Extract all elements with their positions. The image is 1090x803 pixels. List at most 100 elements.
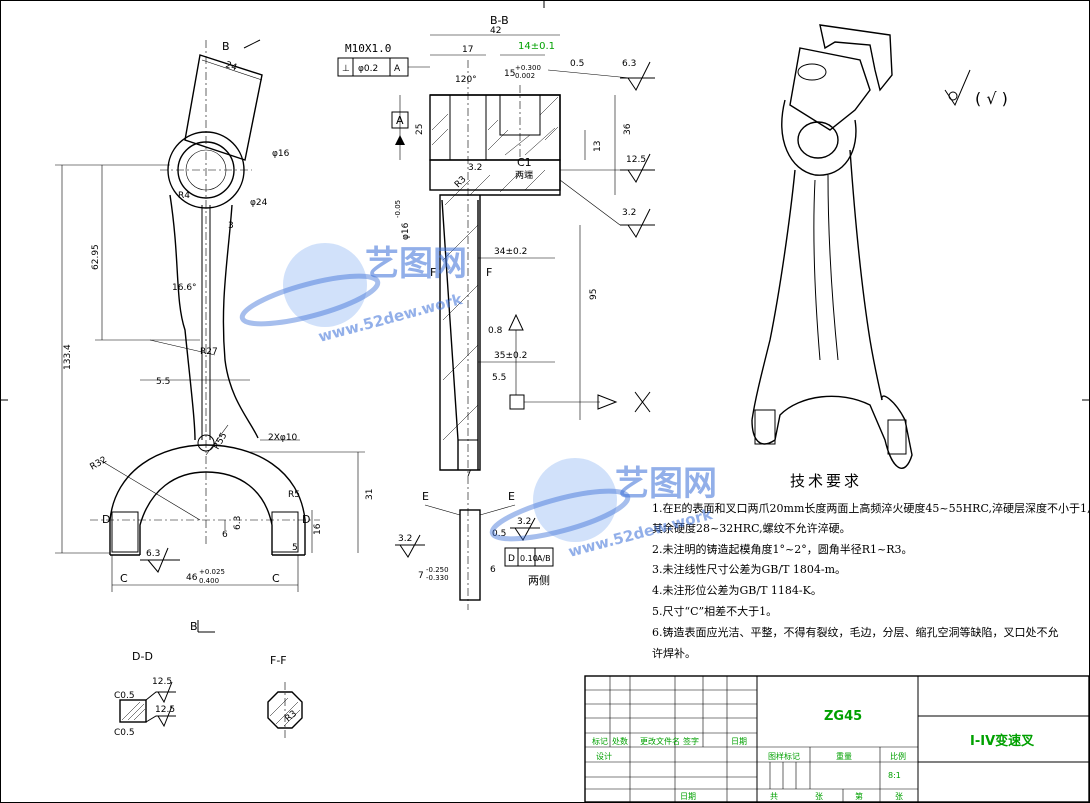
iso-boss [781,99,857,176]
tb-stage-1: 重量 [836,751,852,761]
section-hatch [431,96,559,441]
label-e-right: E [508,490,515,503]
watermark-globe-icon-2 [533,458,617,542]
dim-r27: R27 [200,347,218,357]
pad-left [111,511,139,553]
section-ff: F-F R3 [267,654,303,740]
tb-stage-2: 比例 [890,751,906,761]
dim-r55: R55 [212,431,230,451]
dim-17: 17 [462,45,473,55]
dim-46-low: 0.400 [199,577,219,585]
frame2-datum: A/B [537,554,551,563]
dim-phi16-low: φ16 [401,222,411,240]
iso-head [789,47,871,131]
tb-col-label-4: 日期 [731,737,747,746]
dim-5: 5 [292,543,298,553]
iso-rib-1 [813,179,821,361]
note-1b: 其余硬度28~32HRC,螺纹不允许淬硬。 [652,521,851,535]
dim-35: 35±0.2 [494,351,527,361]
datum-a-triangle [395,135,405,145]
ff-r3: R3 [284,709,300,724]
rough-3-2c: 3.2 [398,534,412,544]
note-3: 3.未注线性尺寸公差为GB/T 1804-m。 [652,562,846,576]
iso-pad-right [887,419,907,455]
rough-6-3: 6.3 [622,59,636,69]
roughness-6-3-left [140,547,180,573]
upper-boss-outline [184,54,263,161]
tb-col-label-1: 处数 [612,736,628,746]
e-leader-left [424,504,461,516]
arm-left-edge [169,194,196,441]
dim-phi24: φ24 [250,198,268,208]
dim-2x-phi10: 2Xφ10 [268,433,298,443]
dd-r125a: 12.5 [152,677,172,687]
axis-x-arrow [597,394,618,410]
label-b-bottom: B [190,620,198,633]
fork-outer [109,444,306,555]
dim-phi16: φ16 [272,149,290,159]
notes-title: 技术要求 [790,472,862,490]
general-roughness-paren: ( √ ) [975,89,1008,108]
dim-6b: 6 [490,565,496,575]
note-1: 1.在E的表面和叉口两爪20mm长度两面上高频淬火硬度45~55HRC,淬硬层深… [652,501,1090,515]
arrow-b-top [243,39,261,49]
note-4: 4.未注形位公差为GB/T 1184-K。 [652,583,822,597]
dim-7: 7 [466,469,472,479]
two-sides: 两侧 [528,574,550,587]
rough-3-2-left-mark [395,534,425,558]
watermark-brand-2: 艺图网 [615,464,717,504]
front-view-labels: B 24 φ16 φ24 R4 3 62.95 133.4 16.6° R27 … [63,40,375,633]
title-block: 标记 处数 更改文件名 签字 日期 设计 日期 ZG45 图样标记 重量 比例 … [584,675,1090,803]
note-5: 5.尺寸“C”相差不大于1。 [652,604,777,618]
titleblock-frame [584,675,1090,803]
section-bb-labels: B-B 42 M10X1.0 ⊥ φ0.2 A 17 14±0.1 0.5 12… [342,14,646,587]
dim-46-up: +0.025 [199,568,225,576]
note-2: 2.未注明的铸造起模角度1°~2°，圆角半径R1~R3。 [652,542,913,556]
rough-12-5: 12.5 [626,155,646,165]
dim-r5: R5 [288,490,300,500]
dd-c05b: C0.5 [114,728,135,738]
tb-col-label-0: 标记 [592,736,608,746]
dim-42: 42 [490,26,501,36]
dim-31: 31 [365,489,375,500]
rough-3-2: 3.2 [622,208,636,218]
dim-62-95: 62.95 [91,244,101,270]
watermark-brand: 艺图网 [365,244,467,284]
dim-14: 14±0.1 [518,41,555,52]
dim-r32: R32 [89,455,109,473]
dim-phi16-tol: -0.05 [394,200,402,218]
leader-6-3 [547,69,631,79]
datum-a-box [391,111,409,129]
dim-3: 3 [228,221,234,231]
dim-7b-up: -0.250 [426,566,449,574]
iso-boss-hole [797,121,839,159]
frame2-sym: D [508,554,515,564]
dim-angle-120: 120° [455,75,477,85]
isometric-view: ( √ ) [751,24,1008,469]
dim-6-3: 6.3 [233,516,243,530]
label-bb: B-B [490,14,509,27]
axis-x-symbol [634,391,651,413]
dd-hatch [121,701,146,721]
iso-fork [751,395,913,469]
axis-origin [509,394,525,410]
stem [441,199,479,470]
watermark-swoosh-icon [239,273,381,327]
dim-r4: R4 [178,191,190,201]
dd-r125b: 12.5 [155,705,175,715]
dim-7b: 7 [418,571,424,581]
tol-sym: ⊥ [342,64,350,74]
label-f-1: F [430,266,436,279]
dim-15-up: +0.300 [515,64,541,72]
note-6b: 许焊补。 [652,646,696,660]
view-f-arrow [508,313,524,331]
label-d-left: D [102,513,110,526]
pad-right [271,511,299,553]
dd-leaders [145,691,176,723]
tb-scale: 8:1 [888,771,901,780]
dim-15-low: 0.002 [515,72,535,80]
frame2-val: 0.10 [520,554,538,563]
tb-sheet-2: 第 [855,791,863,801]
tol-datum: A [394,64,401,74]
